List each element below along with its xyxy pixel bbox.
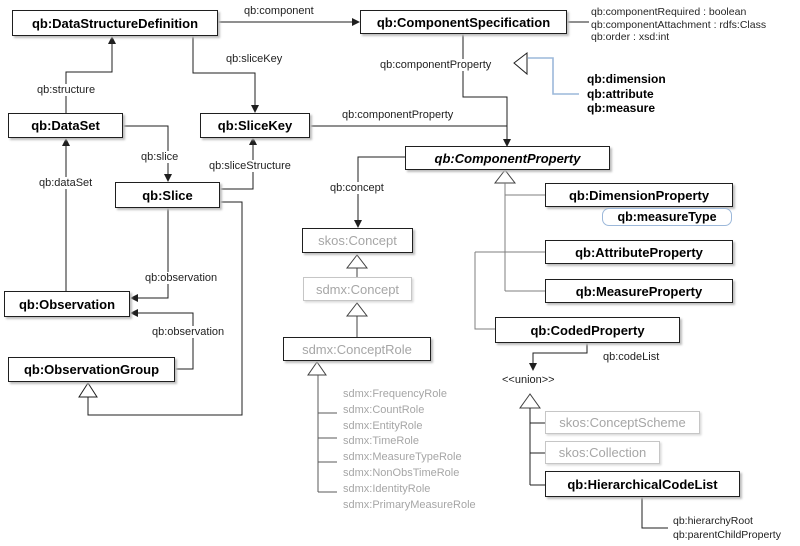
role-non-obs-time: sdmx:NonObsTimeRole — [343, 466, 460, 479]
edge-slicestructure — [220, 137, 257, 190]
class-box-dataset: qb:DataSet — [8, 113, 123, 138]
class-box-sdmx-concept-role: sdmx:ConceptRole — [283, 337, 431, 361]
edge-component — [218, 18, 589, 26]
edge-subclass-concepts — [345, 254, 369, 337]
edge-observation-from-slice — [130, 208, 169, 302]
edge-componentproperty-upper — [462, 33, 511, 147]
edge-hierarchy-properties — [641, 497, 668, 529]
component-property-shortcuts: qb:dimension qb:attribute qb:measure — [587, 72, 666, 116]
edge-subclass-roles — [307, 361, 337, 493]
edge-slicekey — [192, 36, 259, 113]
class-box-slicekey: qb:SliceKey — [200, 113, 310, 138]
edge-label-parent-child-property: qb:parentChildProperty — [673, 529, 781, 541]
class-box-slice: qb:Slice — [115, 182, 220, 208]
role-frequency: sdmx:FrequencyRole — [343, 388, 447, 400]
shortcut-connector — [513, 51, 579, 95]
class-box-component-property: qb:ComponentProperty — [405, 146, 610, 170]
class-box-measure-property: qb:MeasureProperty — [545, 279, 733, 303]
class-box-component-specification: qb:ComponentSpecification — [360, 10, 567, 34]
class-box-coded-property: qb:CodedProperty — [495, 317, 680, 343]
edge-label-structure: qb:structure — [35, 84, 98, 96]
role-identity: sdmx:IdentityRole — [343, 482, 431, 495]
edge-label-observation-2: qb:observation — [150, 326, 227, 338]
shortcut-measure: qb:measure — [587, 101, 656, 116]
edge-union-tree — [519, 393, 545, 486]
class-box-observation: qb:Observation — [4, 291, 130, 317]
class-box-attribute-property: qb:AttributeProperty — [545, 240, 733, 264]
edge-label-codelist: qb:codeList — [603, 351, 660, 363]
union-stereotype-label: <<union>> — [502, 374, 555, 386]
class-box-sdmx-concept: sdmx:Concept — [303, 277, 412, 301]
role-count: sdmx:CountRole — [343, 403, 425, 416]
edge-concept — [354, 156, 405, 228]
edge-label-componentproperty-upper: qb:componentProperty — [378, 59, 494, 71]
attribute-component-attachment: qb:componentAttachment : rdfs:Class — [591, 18, 767, 31]
edge-subclass-componentproperty — [474, 169, 545, 330]
class-box-skos-concept: skos:Concept — [302, 228, 413, 253]
edge-codelist — [529, 343, 588, 371]
edge-label-slicekey: qb:sliceKey — [226, 53, 283, 65]
attribute-order: qb:order : xsd:int — [591, 31, 670, 43]
sdmx-roles-list: sdmx:FrequencyRole sdmx:CountRole sdmx:E… — [343, 387, 476, 513]
class-box-dimension-property: qb:DimensionProperty — [545, 183, 733, 207]
edge-label-componentproperty-lower: qb:componentProperty — [340, 109, 456, 121]
class-box-data-structure-definition: qb:DataStructureDefinition — [12, 10, 218, 36]
class-box-skos-concept-scheme: skos:ConceptScheme — [545, 411, 700, 434]
class-box-observation-group: qb:ObservationGroup — [8, 357, 175, 382]
edge-label-observation-1: qb:observation — [143, 272, 220, 284]
edge-subclass-slice-observationgroup — [78, 201, 243, 416]
class-box-hierarchical-code-list: qb:HierarchicalCodeList — [545, 471, 740, 497]
edge-structure — [65, 36, 116, 113]
edge-observation-from-group — [130, 309, 194, 370]
edge-label-slice: qb:slice — [139, 151, 181, 163]
role-entity: sdmx:EntityRole — [343, 419, 423, 432]
role-time: sdmx:TimeRole — [343, 435, 419, 448]
class-box-measure-type: qb:measureType — [602, 208, 732, 226]
component-spec-attributes: qb:componentRequired : boolean qb:compon… — [591, 6, 766, 44]
shortcut-dimension: qb:dimension — [587, 72, 666, 86]
edge-label-dataset: qb:dataSet — [37, 177, 95, 189]
role-primary-measure: sdmx:PrimaryMeasureRole — [343, 498, 476, 511]
role-measure-type: sdmx:MeasureTypeRole — [343, 451, 462, 464]
class-box-skos-collection: skos:Collection — [545, 441, 660, 464]
edge-label-component: qb:component — [244, 5, 314, 17]
shortcut-attribute: qb:attribute — [587, 86, 654, 101]
edge-label-hierarchy-root: qb:hierarchyRoot — [673, 515, 753, 527]
edge-label-slicestructure: qb:sliceStructure — [207, 160, 293, 172]
edge-label-concept: qb:concept — [328, 182, 386, 194]
attribute-component-required: qb:componentRequired : boolean — [591, 6, 747, 18]
edge-dataset — [62, 138, 70, 291]
